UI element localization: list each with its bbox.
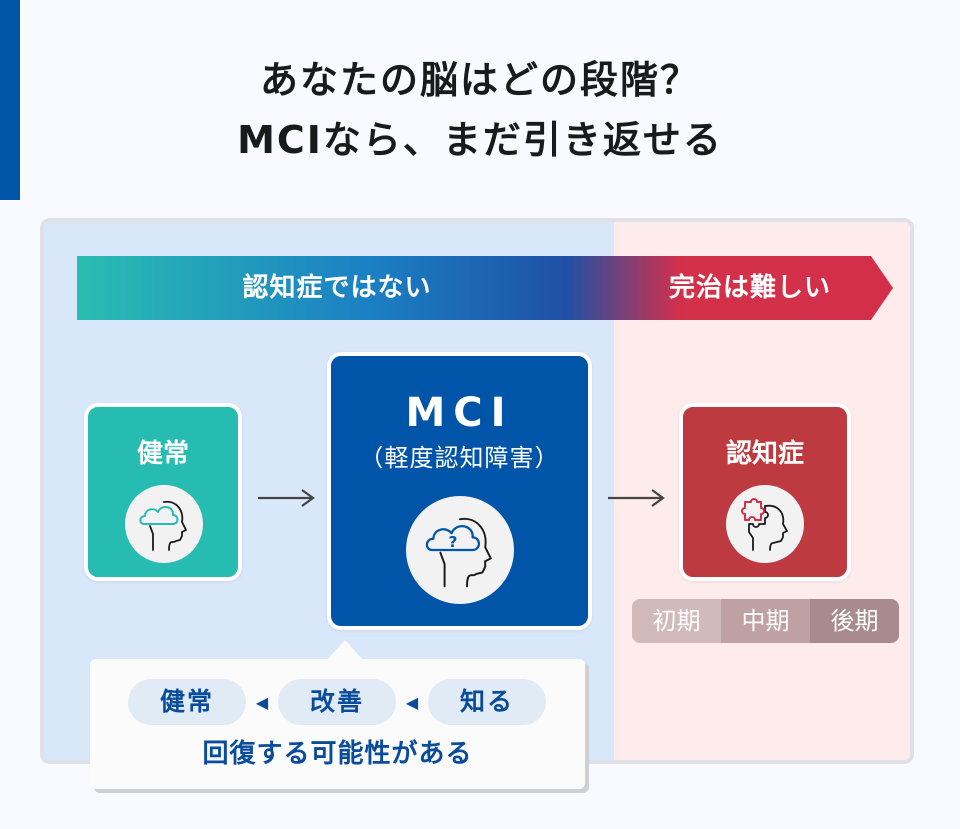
head-puzzle-icon — [726, 485, 804, 563]
triangle-left-icon: ◀ — [255, 692, 269, 712]
accent-bar — [0, 0, 20, 200]
page-title: あなたの脳はどの段階？ MCIなら、まだ引き返せる — [0, 50, 960, 170]
pill-normal: 健常 — [128, 679, 246, 725]
head-cloud-icon — [125, 485, 203, 563]
stage-late: 後期 — [810, 599, 899, 643]
recovery-callout: 健常 ◀ 改善 ◀ 知る 回復する可能性がある — [90, 659, 585, 789]
recovery-caption: 回復する可能性がある — [202, 739, 473, 769]
title-line-2: MCIなら、まだ引き返せる — [237, 118, 723, 162]
card-mci-title: MCI — [405, 390, 514, 436]
card-dementia-title: 認知症 — [725, 439, 804, 469]
card-dementia: 認知症 — [679, 403, 851, 581]
pill-improve: 改善 — [278, 679, 396, 725]
card-mci: MCI （軽度認知障害） ? — [327, 352, 592, 630]
card-normal-title: 健常 — [136, 439, 189, 469]
title-line-1: あなたの脳はどの段階？ — [259, 58, 700, 102]
progress-band — [77, 256, 893, 320]
head-cloud-question-icon: ? — [406, 496, 514, 604]
card-normal: 健常 — [84, 403, 242, 581]
dementia-stages: 初期 中期 後期 — [632, 599, 899, 643]
stage-early: 初期 — [632, 599, 721, 643]
arrow-right-icon — [258, 489, 315, 507]
arrow-right-icon — [608, 489, 665, 507]
stage-middle: 中期 — [721, 599, 810, 643]
pill-know: 知る — [428, 679, 546, 725]
card-mci-subtitle: （軽度認知障害） — [359, 444, 560, 472]
triangle-left-icon: ◀ — [405, 692, 419, 712]
bubble-tail — [327, 640, 363, 660]
band-label-not-dementia: 認知症ではない — [242, 273, 432, 303]
recovery-steps: 健常 ◀ 改善 ◀ 知る — [128, 679, 546, 725]
svg-text:?: ? — [449, 533, 458, 551]
band-label-hard-to-cure: 完治は難しい — [668, 273, 831, 303]
